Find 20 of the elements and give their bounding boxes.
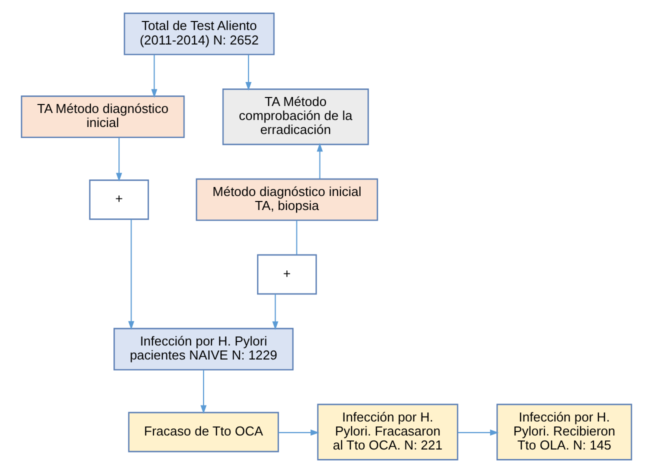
node-box: Total de Test Aliento (2011-2014) N: 2652 <box>123 12 274 55</box>
node-box: TA Método comprobación de la erradicación <box>222 88 368 145</box>
connector <box>296 220 297 254</box>
node-box: Infección por H. Pylori. Fracasaron al Tto OCA. N: 221 <box>316 403 458 460</box>
node-box: Fracaso de Tto OCA <box>128 411 278 452</box>
arrow <box>316 142 322 178</box>
node-box: Infección por H. Pylori. Recibieron Tto OLA. N: 145 <box>496 403 632 460</box>
arrow <box>244 54 252 90</box>
arrow <box>150 54 157 98</box>
node-box: TA Método diagnóstico inicial <box>20 95 184 138</box>
node-box: Método diagnóstico inicial TA, biopsia <box>195 178 378 220</box>
arrow <box>278 429 319 436</box>
node-box: + <box>88 179 148 220</box>
node-box: Infección por H. Pylori pacientes NAIVE N: 1229 <box>113 327 294 370</box>
arrow <box>116 137 122 182</box>
node-box: + <box>256 254 316 294</box>
arrow <box>458 429 498 436</box>
arrow <box>200 370 206 414</box>
arrow <box>272 294 278 330</box>
arrow <box>128 218 134 330</box>
